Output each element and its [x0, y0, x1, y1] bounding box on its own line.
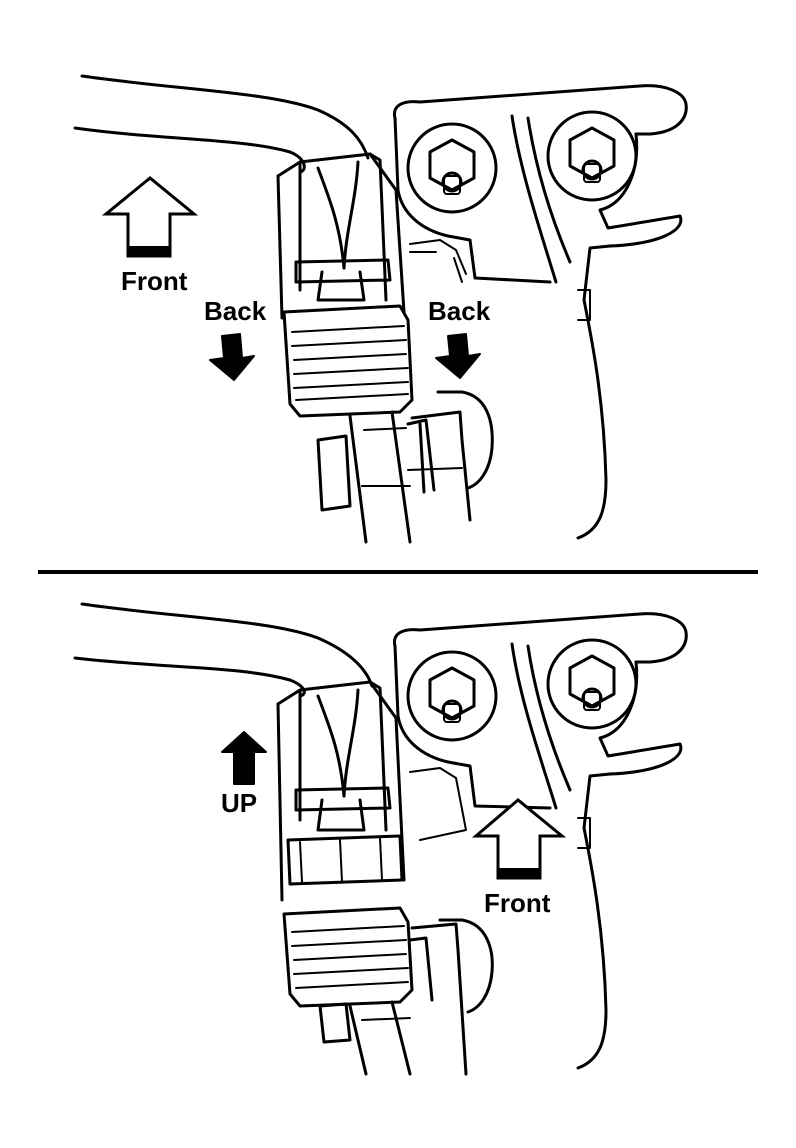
- trim-contour-2: [80, 602, 374, 688]
- mounting-bracket-2: [392, 612, 688, 1070]
- bolt-right-2: [546, 638, 638, 730]
- label-up: UP: [221, 788, 257, 818]
- connector-bottom: [276, 680, 467, 902]
- trim-contour-lower: [73, 126, 306, 174]
- front-hollow-up-arrow-icon: [101, 176, 199, 258]
- release-tab-bottom: [282, 906, 414, 1008]
- back-left-down-arrow-icon: [209, 333, 255, 381]
- bolt-left: [406, 122, 498, 214]
- trim-contour: [80, 74, 370, 160]
- mounting-bracket: [392, 84, 688, 540]
- top-panel: Front Back Back: [73, 74, 688, 544]
- back-right-down-arrow-icon: [435, 333, 481, 379]
- label-back-left: Back: [204, 296, 267, 326]
- connector-top: [276, 152, 467, 320]
- harness-bottom: [318, 918, 494, 1076]
- front-hollow-up-arrow-icon-2: [471, 798, 567, 880]
- bolt-left-2: [406, 650, 498, 742]
- bolt-right: [546, 110, 638, 202]
- label-front-top: Front: [121, 266, 188, 296]
- up-solid-arrow-icon: [221, 731, 267, 785]
- harness-top: [316, 390, 494, 544]
- label-back-right: Back: [428, 296, 491, 326]
- trim-contour-lower-2: [73, 656, 306, 698]
- label-front-bottom: Front: [484, 888, 551, 918]
- release-tab-top: [282, 304, 414, 418]
- bottom-panel: UP Front: [73, 602, 688, 1076]
